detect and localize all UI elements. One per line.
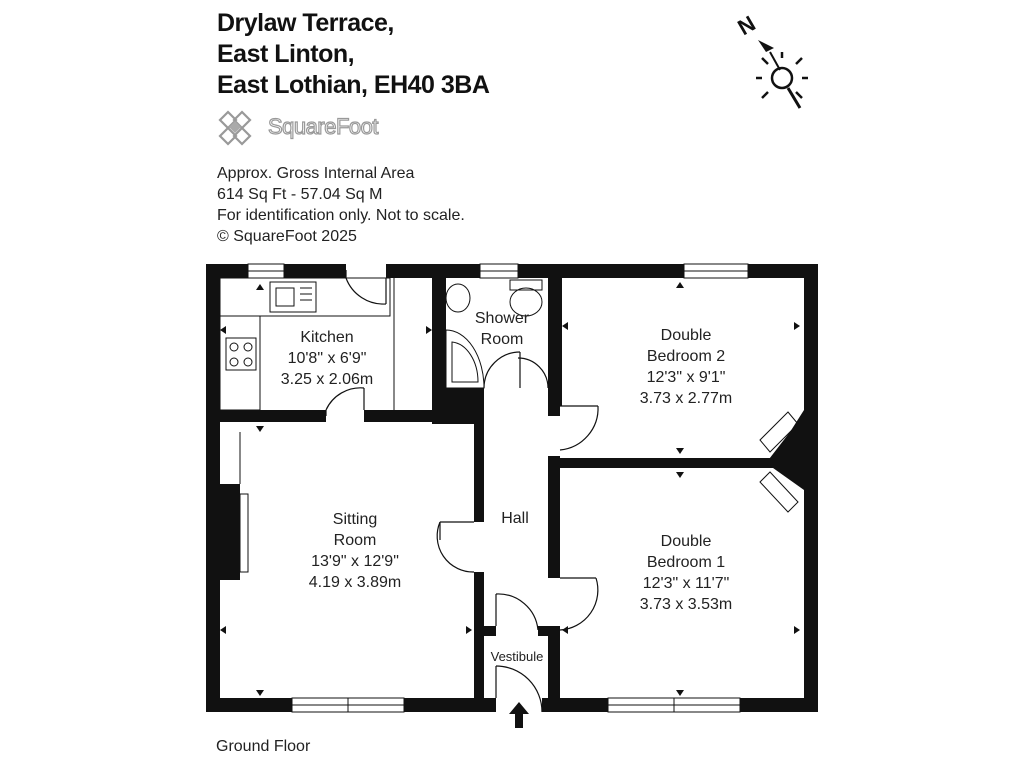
area-info-disclaimer: For identification only. Not to scale. — [217, 207, 465, 224]
shower-name-line2: Room — [480, 331, 524, 348]
sitting-metric: 4.19 x 3.89m — [308, 574, 402, 591]
room-kitchen: Kitchen 10'8" x 6'9" 3.25 x 2.06m — [281, 327, 374, 390]
sun-rays-icon — [756, 52, 808, 99]
toilet-icon — [509, 287, 543, 317]
doors — [325, 270, 599, 713]
squarefoot-logo-icon — [218, 110, 252, 146]
room-hall: Hall — [501, 508, 529, 529]
kitchen-fittings — [219, 277, 395, 411]
bedroom2-imperial: 12'3" x 9'1" — [646, 369, 726, 386]
address-line-3: East Lothian, EH40 3BA — [217, 71, 490, 99]
area-info-copyright: © SquareFoot 2025 — [217, 228, 357, 245]
bedroom1-imperial: 12'3" x 11'7" — [642, 575, 730, 592]
sitting-name-line2: Room — [333, 532, 377, 549]
shower-name-line1: Shower — [474, 310, 530, 327]
bedroom1-metric: 3.73 x 3.53m — [639, 596, 733, 613]
hob-icon — [225, 337, 257, 371]
room-vestibule: Vestibule — [491, 646, 544, 667]
logo-wordmark: SquareFoot — [267, 113, 379, 139]
bedroom2-name-line1: Double — [660, 327, 712, 344]
address-line-1: Drylaw Terrace, — [217, 9, 394, 37]
kitchen-metric: 3.25 x 2.06m — [280, 371, 374, 388]
shower-tray-icon — [445, 329, 485, 389]
floor-label: Ground Floor — [216, 738, 311, 755]
basin-icon — [445, 283, 471, 313]
dimension-ticks — [220, 282, 800, 696]
bathroom-fittings — [445, 279, 543, 389]
area-info-size: 614 Sq Ft - 57.04 Sq M — [217, 186, 383, 203]
kitchen-name: Kitchen — [300, 329, 354, 346]
bedroom2-name-line2: Bedroom 2 — [646, 348, 726, 365]
walls — [206, 264, 818, 712]
compass: N — [733, 11, 808, 109]
sitting-imperial: 13'9" x 12'9" — [311, 553, 399, 570]
room-sitting: Sitting Room 13'9" x 12'9" 4.19 x 3.89m — [309, 509, 402, 593]
sitting-name-line1: Sitting — [332, 511, 378, 528]
windows — [247, 263, 749, 713]
bedroom1-name-line1: Double — [660, 533, 712, 550]
bedroom2-metric: 3.73 x 2.77m — [639, 390, 733, 407]
entrance-arrow-icon — [509, 702, 529, 728]
property-address: Drylaw Terrace, East Linton, East Lothia… — [217, 8, 490, 101]
room-bedroom-2: Double Bedroom 2 12'3" x 9'1" 3.73 x 2.7… — [640, 325, 733, 409]
vestibule-name: Vestibule — [490, 649, 544, 664]
room-shower: Shower Room — [475, 308, 529, 350]
squarefoot-logo: SquareFoot — [216, 108, 416, 148]
kitchen-imperial: 10'8" x 6'9" — [287, 350, 367, 367]
address-line-2: East Linton, — [217, 40, 355, 68]
compass-north-label: N — [733, 11, 759, 41]
room-bedroom-1: Double Bedroom 1 12'3" x 11'7" 3.73 x 3.… — [640, 531, 733, 615]
bedroom1-name-line2: Bedroom 1 — [646, 554, 726, 571]
sun-icon — [770, 66, 794, 90]
north-arrow-shaft — [769, 51, 781, 71]
area-info-title: Approx. Gross Internal Area — [217, 165, 415, 182]
area-info: Approx. Gross Internal Area 614 Sq Ft - … — [217, 163, 465, 247]
sink-icon — [269, 281, 317, 313]
north-arrow-icon — [758, 40, 774, 52]
hall-name: Hall — [501, 510, 529, 527]
